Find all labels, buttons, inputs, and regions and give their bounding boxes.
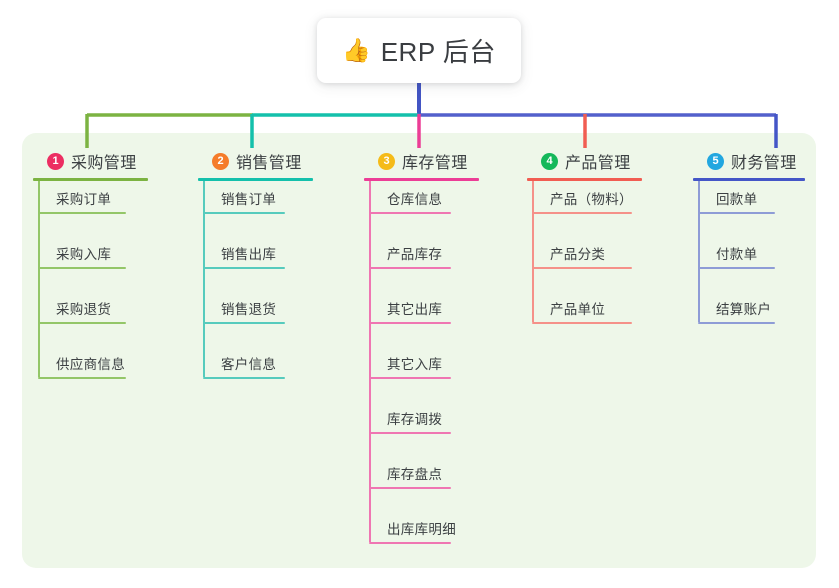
column-title: 财务管理 (731, 155, 797, 172)
column-采购管理: 1 采购管理采购订单采购入库采购退货供应商信息 (33, 148, 178, 385)
leaf-item-rule (369, 212, 451, 214)
leaf-item-label: 产品库存 (387, 247, 443, 262)
column-销售管理: 2 销售管理销售订单销售出库销售退货客户信息 (198, 148, 343, 385)
leaf-item-rule (369, 432, 451, 434)
column-badge-number: 1 (47, 152, 64, 170)
leaf-item[interactable]: 出库库明细 (369, 518, 456, 544)
column-title: 销售管理 (236, 155, 302, 172)
leaf-item-label: 产品单位 (550, 302, 606, 317)
column-库存管理: 3 库存管理仓库信息产品库存其它出库其它入库库存调拨库存盘点出库库明细 (364, 148, 509, 550)
leaf-item[interactable]: 采购入库 (38, 243, 126, 269)
column-title: 产品管理 (565, 155, 631, 172)
column-header-3[interactable]: 3 库存管理 (364, 148, 509, 174)
leaf-item-rule (369, 377, 451, 379)
column-spine (698, 181, 700, 322)
column-header-rule (527, 178, 642, 181)
column-badge-number: 2 (212, 152, 229, 170)
column-spine (369, 181, 371, 542)
leaf-item-rule (532, 267, 632, 269)
leaf-item-label: 客户信息 (221, 357, 277, 372)
leaf-item-rule (203, 212, 285, 214)
leaf-item-rule (38, 267, 126, 269)
column-spine (532, 181, 534, 322)
leaf-item-rule (698, 267, 775, 269)
column-财务管理: 5 财务管理回款单付款单结算账户 (693, 148, 835, 330)
leaf-item[interactable]: 库存盘点 (369, 463, 451, 489)
leaf-item-rule (369, 487, 451, 489)
leaf-item[interactable]: 客户信息 (203, 353, 285, 379)
leaf-item-rule (698, 212, 775, 214)
column-header-rule (364, 178, 479, 181)
leaf-item-rule (369, 322, 451, 324)
leaf-item-rule (38, 322, 126, 324)
leaf-item-label: 采购入库 (56, 247, 112, 262)
column-title: 库存管理 (402, 155, 468, 172)
leaf-item[interactable]: 产品库存 (369, 243, 451, 269)
column-spine (38, 181, 40, 377)
column-header-2[interactable]: 2 销售管理 (198, 148, 343, 174)
root-node-title: ERP 后台 (380, 37, 496, 67)
root-node-erp-backend[interactable]: 👍 ERP 后台 (317, 18, 521, 83)
leaf-item-label: 采购退货 (56, 302, 112, 317)
leaf-item-label: 销售退货 (221, 302, 277, 317)
leaf-item[interactable]: 其它入库 (369, 353, 451, 379)
leaf-item-label: 产品分类 (550, 247, 606, 262)
leaf-item-rule (203, 267, 285, 269)
leaf-item-rule (698, 322, 775, 324)
column-badge-number: 5 (707, 152, 724, 170)
leaf-item[interactable]: 产品（物料） (532, 188, 633, 214)
leaf-item-rule (38, 212, 126, 214)
leaf-item[interactable]: 付款单 (698, 243, 775, 269)
leaf-item-label: 付款单 (716, 247, 758, 262)
leaf-item-label: 其它出库 (387, 302, 443, 317)
leaf-item[interactable]: 产品单位 (532, 298, 632, 324)
column-badge-number: 3 (378, 152, 395, 170)
leaf-item[interactable]: 销售订单 (203, 188, 285, 214)
leaf-item-rule (38, 377, 126, 379)
leaf-item[interactable]: 供应商信息 (38, 353, 126, 379)
leaf-item-rule (369, 267, 451, 269)
leaf-item-label: 库存调拨 (387, 412, 443, 427)
leaf-item[interactable]: 库存调拨 (369, 408, 451, 434)
column-header-4[interactable]: 4 产品管理 (527, 148, 672, 174)
leaf-item[interactable]: 回款单 (698, 188, 775, 214)
mindmap-panel (22, 133, 816, 568)
leaf-item[interactable]: 采购订单 (38, 188, 126, 214)
leaf-item-label: 销售订单 (221, 192, 277, 207)
leaf-item-label: 结算账户 (716, 302, 772, 317)
leaf-item[interactable]: 销售出库 (203, 243, 285, 269)
leaf-item-label: 供应商信息 (56, 357, 125, 372)
leaf-item-rule (203, 322, 285, 324)
leaf-item-label: 产品（物料） (550, 192, 633, 207)
leaf-item-rule (532, 212, 632, 214)
leaf-item[interactable]: 仓库信息 (369, 188, 451, 214)
column-title: 采购管理 (71, 155, 137, 172)
leaf-item[interactable]: 销售退货 (203, 298, 285, 324)
column-header-5[interactable]: 5 财务管理 (693, 148, 835, 174)
column-header-rule (693, 178, 805, 181)
leaf-item[interactable]: 其它出库 (369, 298, 451, 324)
column-header-rule (198, 178, 313, 181)
leaf-item[interactable]: 采购退货 (38, 298, 126, 324)
leaf-item-label: 出库库明细 (387, 522, 456, 537)
leaf-item-rule (203, 377, 285, 379)
column-header-1[interactable]: 1 采购管理 (33, 148, 178, 174)
leaf-item-label: 回款单 (716, 192, 758, 207)
leaf-item[interactable]: 产品分类 (532, 243, 632, 269)
leaf-item-rule (532, 322, 632, 324)
leaf-item[interactable]: 结算账户 (698, 298, 775, 324)
leaf-item-rule (369, 542, 451, 544)
column-spine (203, 181, 205, 377)
leaf-item-label: 采购订单 (56, 192, 112, 207)
leaf-item-label: 库存盘点 (387, 467, 443, 482)
leaf-item-label: 销售出库 (221, 247, 277, 262)
column-产品管理: 4 产品管理产品（物料） 产品分类产品单位 (527, 148, 672, 330)
leaf-item-label: 其它入库 (387, 357, 443, 372)
leaf-item-label: 仓库信息 (387, 192, 443, 207)
column-badge-number: 4 (541, 152, 558, 170)
column-header-rule (33, 178, 148, 181)
thumbs-up-icon: 👍 (342, 37, 371, 63)
